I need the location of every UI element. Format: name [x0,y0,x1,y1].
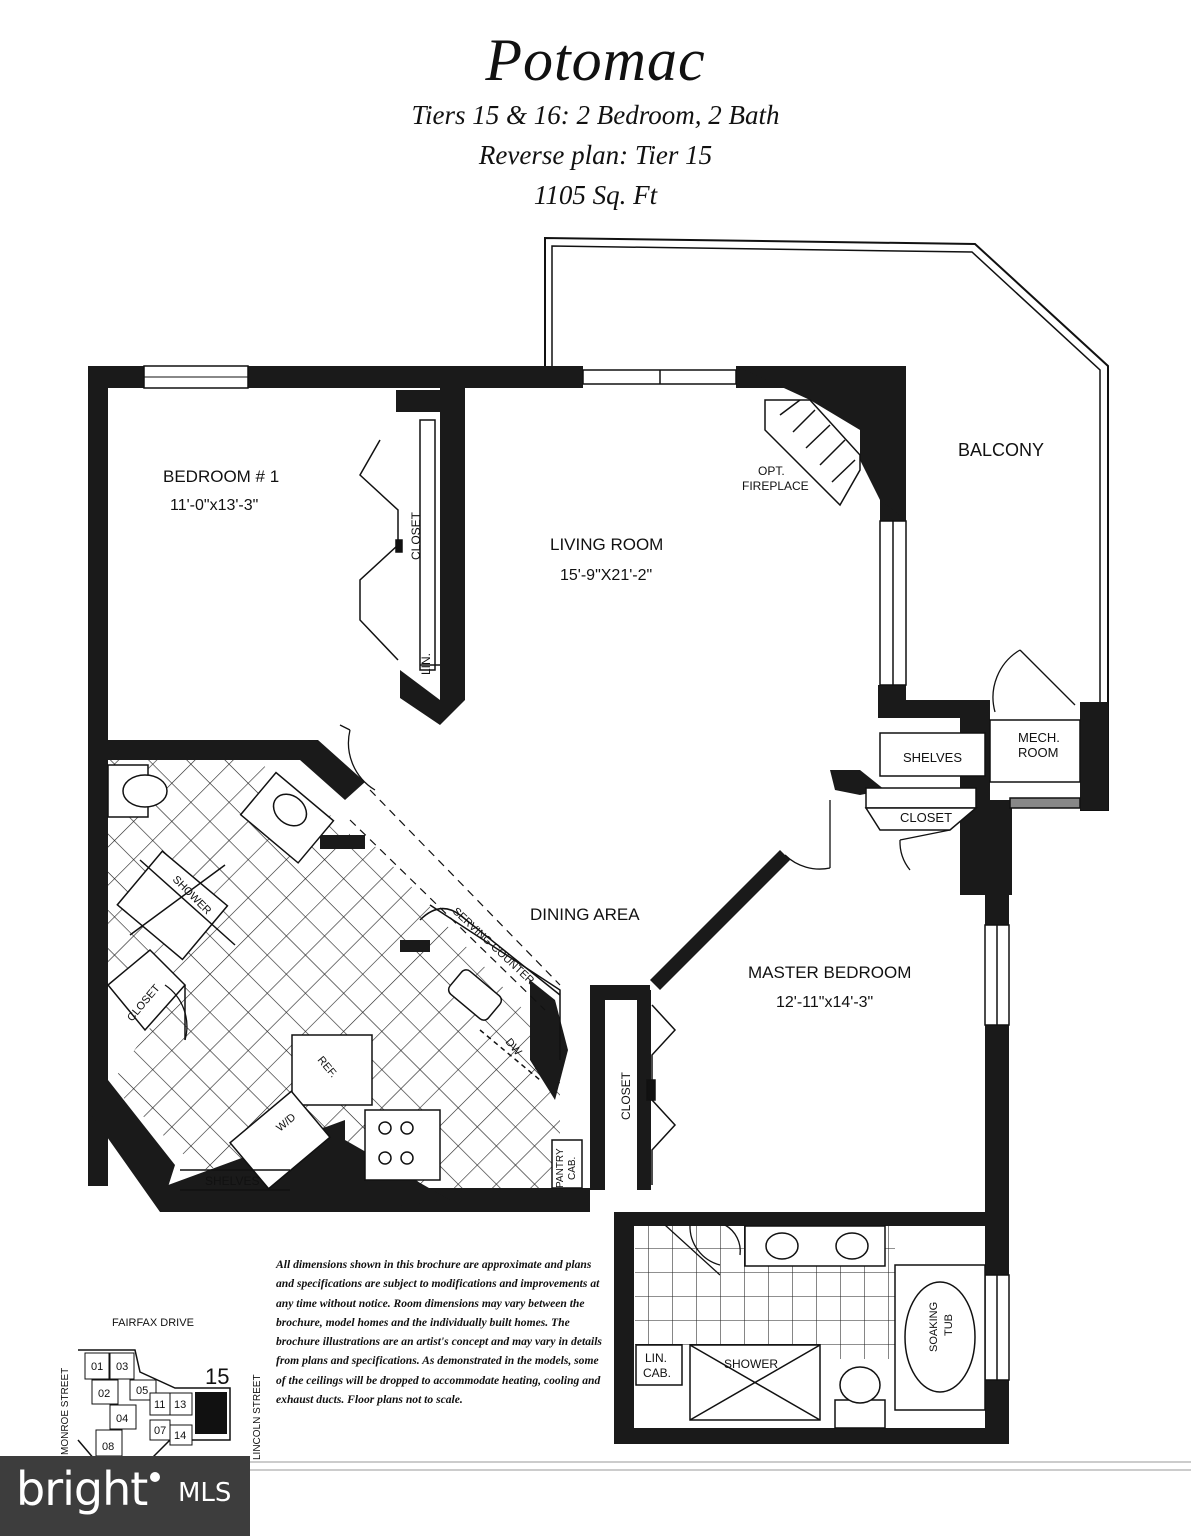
master-bedroom-label: MASTER BEDROOM [748,963,911,982]
shelves-label: SHELVES [903,750,962,765]
mech-label-2: ROOM [1018,745,1058,760]
doors [164,649,1076,1276]
fireplace [764,399,861,507]
logo-dot-icon [150,1472,160,1482]
bedroom1-closet [359,419,440,671]
plan-square-footage: 1105 Sq. Ft [533,180,658,210]
kitchen-tile [110,830,560,1190]
lin-cab-label-1: LIN. [645,1351,667,1365]
keyplan-unit: 05 [136,1385,148,1397]
dining-area-label: DINING AREA [530,905,640,924]
bright-logo-text: bright [16,1462,148,1516]
lin-cab-label-2: CAB. [643,1366,671,1380]
lin-label: LIN. [419,653,433,675]
keyplan-unit: 02 [98,1388,110,1400]
keyplan-street-left: MONROE STREET [60,1368,71,1455]
living-room-dims: 15'-9"X21'-2" [560,567,652,584]
keyplan-unit: 13 [174,1399,186,1411]
keyplan-unit: 08 [102,1441,114,1453]
fireplace-label-1: OPT. [758,464,785,478]
hall-bath-fixtures [107,764,335,961]
master-walkin-closet-label: CLOSET [619,1071,633,1120]
bright-mls-watermark: bright MLS [0,1456,250,1536]
kitchen [180,904,583,1191]
balcony-label: BALCONY [958,440,1044,460]
bedroom1-dims: 11'-0"x13'-3" [170,497,258,514]
bedroom1-label: BEDROOM # 1 [163,467,279,486]
master-shower-label: SHOWER [724,1357,778,1371]
plan-title: Potomac [485,27,706,93]
keyplan-unit: 03 [116,1361,128,1373]
dashed-soffit [349,789,561,1011]
key-plan: FAIRFAX DRIVE MONROE STREET LINCOLN STRE… [60,1317,263,1461]
disclaimer-text: All dimensions shown in this brochure ar… [276,1258,602,1407]
master-closet-label: CLOSET [900,810,952,825]
scan-lines [250,1461,1191,1471]
plan-subtitle-tiers: Tiers 15 & 16: 2 Bedroom, 2 Bath [411,100,780,130]
keyplan-street-right: LINCOLN STREET [252,1374,263,1460]
mech-label-1: MECH. [1018,730,1060,745]
kitchen-shelves-label: SHELVES [205,1174,259,1188]
keyplan-unit: 11 [154,1399,165,1411]
pantry-label-1: PANTRY [555,1148,566,1188]
keyplan-street-top: FAIRFAX DRIVE [112,1317,194,1329]
walls [88,366,1108,1444]
living-room-label: LIVING ROOM [550,535,663,554]
keyplan-unit: 07 [154,1425,166,1437]
keyplan-unit: 01 [91,1361,103,1373]
mls-logo-text: MLS [178,1478,232,1508]
master-bath-fixtures [635,1225,986,1429]
pantry-label-2: CAB. [567,1157,578,1180]
keyplan-unit: 14 [174,1430,186,1442]
soaking-tub-label-1: SOAKING [928,1302,940,1352]
windows [143,365,1010,1381]
keyplan-unit: 04 [116,1413,128,1425]
soaking-tub-label-2: TUB [943,1314,955,1336]
bedroom1-closet-label: CLOSET [409,511,423,560]
keyplan-tier: 15 [205,1364,229,1389]
fireplace-label-2: FIREPLACE [742,479,809,493]
master-closets [646,719,1081,1185]
master-bedroom-dims: 12'-11"x14'-3" [776,994,873,1011]
plan-subtitle-reverse: Reverse plan: Tier 15 [478,140,713,170]
